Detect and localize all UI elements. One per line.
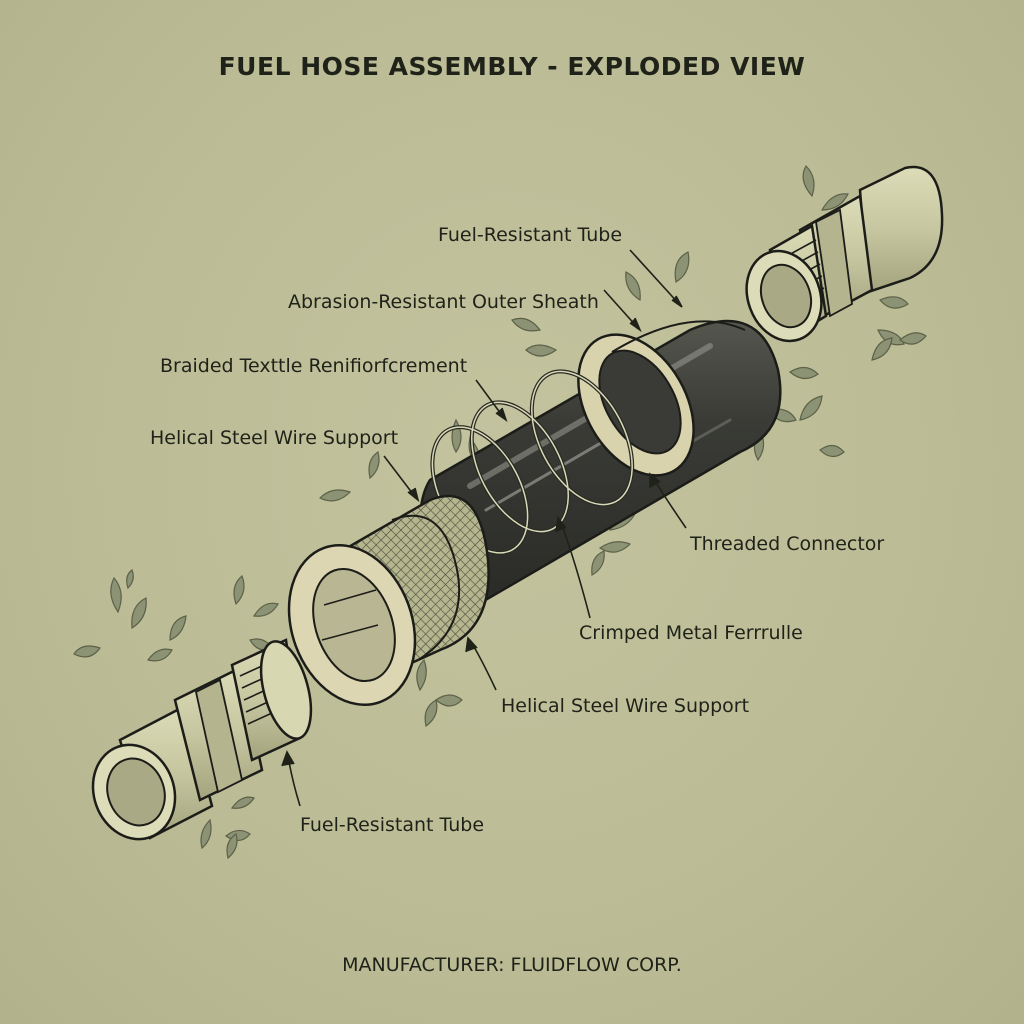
threaded-fitting-bottom-left bbox=[91, 638, 313, 841]
arrow-wire-bottom bbox=[465, 636, 478, 653]
arrow-crimped-ferrule bbox=[555, 516, 567, 533]
arrow-threaded-connector bbox=[649, 472, 661, 488]
label-helical-steel-wire-support-bottom: Helical Steel Wire Support bbox=[501, 695, 750, 717]
label-threaded-connector: Threaded Connector bbox=[690, 533, 885, 555]
leaf-cluster-top-right bbox=[625, 165, 927, 462]
arrow-fuel-tube-top bbox=[671, 295, 683, 308]
threaded-fitting-top-right bbox=[745, 165, 944, 343]
label-fuel-resistant-tube-bottom: Fuel-Resistant Tube bbox=[300, 814, 485, 836]
crimped-ferrule-left bbox=[287, 494, 490, 706]
manufacturer-footer: MANUFACTURER: FLUIDFLOW CORP. bbox=[342, 954, 682, 976]
label-fuel-resistant-tube-top: Fuel-Resistant Tube bbox=[438, 224, 623, 246]
outer-sheath-ring bbox=[577, 320, 746, 477]
label-braided-textile-reinforcement: Braided Texttle Renifiorfcrement bbox=[160, 355, 468, 377]
leader-lines bbox=[281, 249, 687, 807]
label-helical-steel-wire-support-left: Helical Steel Wire Support bbox=[150, 427, 399, 449]
arrow-braided bbox=[495, 407, 508, 423]
label-abrasion-resistant-outer-sheath: Abrasion-Resistant Outer Sheath bbox=[288, 291, 599, 313]
arrow-fuel-tube-bottom bbox=[281, 750, 295, 767]
arrow-outer-sheath bbox=[629, 317, 642, 333]
leader-fuel-tube-top bbox=[629, 249, 681, 306]
arrow-wire-left bbox=[407, 487, 420, 503]
label-crimped-metal-ferrule: Crimped Metal Ferrrulle bbox=[579, 622, 803, 644]
diagram-title: FUEL HOSE ASSEMBLY - EXPLODED VIEW bbox=[218, 52, 806, 81]
